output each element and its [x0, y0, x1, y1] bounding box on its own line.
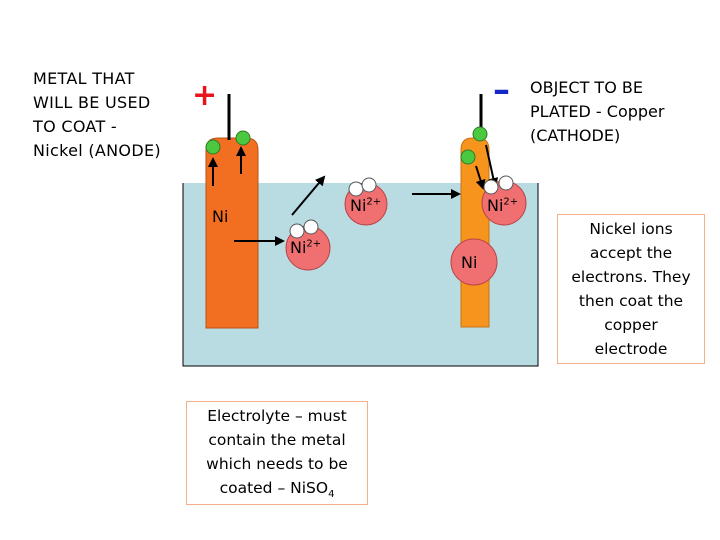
cathode-label-line: OBJECT TO BE [530, 78, 643, 97]
electrolyte-box: Electrolyte – must contain the metal whi… [186, 401, 368, 505]
container-outline [182, 183, 539, 367]
anode-label-line: TO COAT - [33, 117, 117, 136]
electrolyte-line: Electrolyte – must [207, 407, 347, 425]
ion-symbol: Ni [487, 196, 504, 215]
ion-symbol: Ni [350, 196, 367, 215]
anode-ni-label: Ni [212, 207, 228, 226]
anode-label: METAL THAT WILL BE USED TO COAT - Nickel… [33, 67, 183, 163]
electrolyte-line: which needs to be [206, 455, 348, 473]
nickel-ion [285, 219, 331, 271]
note-line: accept the [589, 244, 673, 262]
electron-arrow [475, 165, 486, 190]
note-line: electrons. They [571, 268, 691, 286]
note-box: Nickel ions accept the electrons. They t… [557, 214, 705, 364]
electron [472, 126, 488, 142]
cathode-label-line: PLATED - Copper [530, 102, 665, 121]
ni-atom-text: Ni [212, 207, 229, 226]
ion-arrow [291, 175, 326, 216]
ni-atom-text: Ni [461, 253, 478, 272]
electrolyte-line: contain the metal [208, 431, 346, 449]
ion-label: Ni2+ [350, 196, 381, 215]
cathode-electrode [460, 137, 490, 328]
electron [235, 130, 251, 146]
ion-label: Ni2+ [487, 196, 518, 215]
formula-subscript: 4 [328, 489, 335, 501]
nickel-ion [481, 175, 527, 226]
nickel-ion [344, 177, 388, 226]
minus-sign: – [493, 70, 510, 110]
ion-label: Ni2+ [290, 238, 321, 257]
note-line: Nickel ions [589, 220, 673, 238]
anode-label-line: METAL THAT [33, 69, 135, 88]
ion-charge: 2+ [503, 196, 519, 208]
plus-sign: + [192, 78, 218, 113]
deposited-nickel-atom [450, 238, 498, 286]
electron [205, 139, 221, 155]
ion-charge: 2+ [366, 196, 382, 208]
anode-label-line: WILL BE USED [33, 93, 151, 112]
note-line: electrode [594, 340, 668, 358]
electrolyte-formula: coated – NiSO [219, 479, 329, 497]
note-line: then coat the [578, 292, 684, 310]
cathode-label-line: (CATHODE) [530, 126, 621, 145]
electrolyte-line: coated – NiSO4 [187, 476, 367, 507]
anode-label-line: Nickel (ANODE) [33, 141, 161, 160]
note-line: copper [604, 316, 658, 334]
electron-arrow [485, 144, 499, 188]
cathode-ni-label: Ni [461, 253, 477, 272]
ion-symbol: Ni [290, 238, 307, 257]
ion-charge: 2+ [306, 238, 322, 250]
electron [460, 149, 476, 165]
cathode-label: OBJECT TO BE PLATED - Copper (CATHODE) [530, 76, 705, 148]
